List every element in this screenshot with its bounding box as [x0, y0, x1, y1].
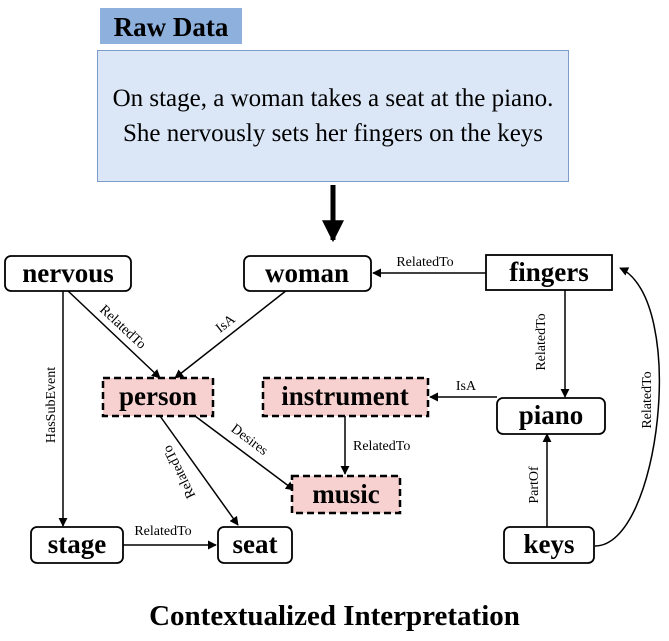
edge-keys-piano: PartOf: [527, 433, 552, 527]
svg-text:piano: piano: [519, 400, 584, 430]
raw-data-title: Raw Data: [100, 8, 242, 44]
edge-label: Desires: [228, 422, 271, 459]
edge-instrument-music: RelatedTo: [340, 416, 410, 475]
edge-label: IsA: [456, 379, 477, 394]
edge-label: RelatedTo: [161, 442, 200, 500]
edge-keys-fingers: RelatedTo: [594, 267, 661, 547]
edge-fingers-piano: RelatedTo: [534, 290, 570, 398]
edge-piano-instrument: IsA: [429, 379, 497, 402]
edge-label: RelatedTo: [396, 255, 453, 270]
edge-label: HasSubEvent: [44, 367, 59, 443]
edge-label: RelatedTo: [96, 302, 148, 352]
edge-person-music: Desires: [194, 415, 295, 491]
edge-person-seat: RelatedTo: [159, 415, 239, 526]
edge-label: RelatedTo: [134, 524, 191, 539]
svg-text:instrument: instrument: [281, 381, 409, 411]
edge-label: IsA: [213, 312, 239, 337]
node-keys: keys: [503, 526, 595, 564]
footer-caption: Contextualized Interpretation: [149, 600, 520, 632]
edge-woman-person: IsA: [174, 289, 288, 379]
node-person: person: [101, 376, 215, 418]
node-fingers: fingers: [485, 254, 613, 291]
node-nervous: nervous: [4, 255, 132, 292]
node-woman: woman: [243, 255, 372, 292]
svg-text:person: person: [119, 381, 197, 411]
edge-label: RelatedTo: [534, 313, 549, 370]
node-music: music: [290, 474, 402, 515]
svg-text:woman: woman: [265, 258, 349, 288]
node-stage: stage: [30, 526, 124, 564]
edge-nervous-person: RelatedTo: [66, 289, 161, 379]
svg-text:fingers: fingers: [509, 257, 588, 287]
edge-label: PartOf: [527, 466, 542, 504]
node-piano: piano: [496, 397, 606, 435]
svg-text:keys: keys: [523, 529, 574, 559]
edge-stage-seat: RelatedTo: [123, 524, 217, 550]
edge-label: RelatedTo: [640, 371, 655, 428]
raw-data-box: On stage, a woman takes a seat at the pi…: [97, 50, 569, 182]
svg-text:stage: stage: [48, 529, 106, 559]
edge-nervous-stage: HasSubEvent: [44, 290, 68, 527]
edge-label: RelatedTo: [353, 439, 410, 454]
svg-text:nervous: nervous: [22, 258, 114, 288]
raw-data-text: On stage, a woman takes a seat at the pi…: [112, 85, 554, 147]
edge-fingers-woman: RelatedTo: [372, 255, 486, 278]
svg-text:seat: seat: [233, 529, 278, 559]
svg-text:music: music: [312, 479, 380, 509]
node-seat: seat: [217, 526, 293, 564]
node-instrument: instrument: [261, 376, 430, 418]
